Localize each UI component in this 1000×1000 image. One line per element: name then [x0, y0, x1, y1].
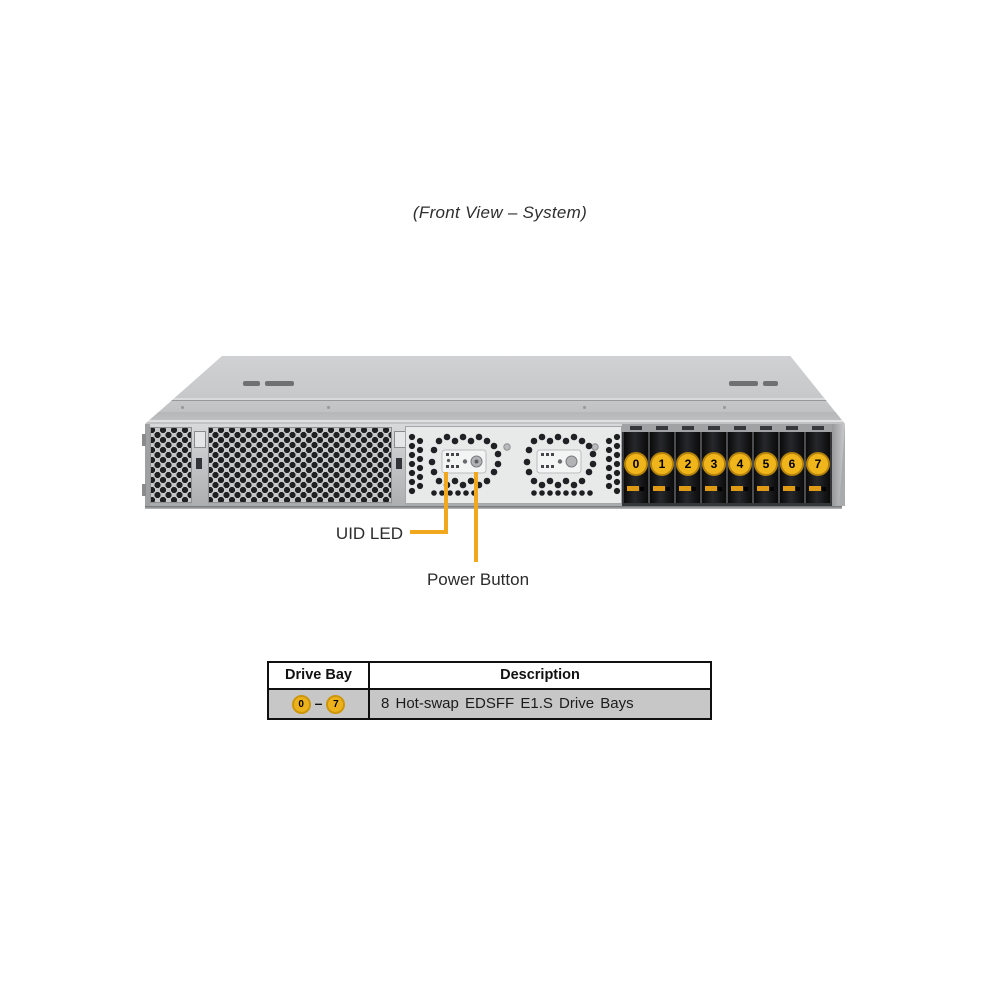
- table-header-row: Drive Bay Description: [269, 663, 710, 688]
- screw-dot: [583, 406, 586, 409]
- screw-dot: [723, 406, 726, 409]
- tray-latch-release: [770, 487, 774, 491]
- tray-latch-release: [796, 487, 800, 491]
- screw-dot: [327, 406, 330, 409]
- bay-number-badge: 4: [728, 452, 752, 476]
- table-row: 0 – 7 8 Hot-swap EDSFF E1.S Drive Bays: [269, 688, 710, 718]
- tray-latch: [809, 486, 821, 491]
- tray-latch-release: [692, 487, 696, 491]
- bay-number-badge: 6: [780, 452, 804, 476]
- latch-slot: [396, 458, 402, 469]
- chassis-bottom-edge: [145, 506, 842, 509]
- bay-number-badge: 0: [624, 452, 648, 476]
- drive-bay-top-rail: [622, 424, 832, 432]
- latch-clip: [194, 431, 206, 448]
- front-control-panel: [405, 426, 622, 504]
- bay-number-badge: 3: [702, 452, 726, 476]
- uid-led-callout-line: [410, 530, 448, 534]
- control-cluster-right: [523, 433, 597, 489]
- tray-latch-release: [718, 487, 722, 491]
- drive-bay-table: Drive Bay Description 0 – 7 8 Hot-swap E…: [267, 661, 712, 720]
- panel-screw: [503, 443, 511, 451]
- drive-bay-tray-5: 5: [754, 432, 778, 503]
- bay-number-badge: 7: [806, 452, 830, 476]
- chassis-top-panel: [145, 356, 845, 424]
- status-led: [557, 459, 563, 464]
- drive-bay-tray-7: 7: [806, 432, 830, 503]
- tray-latch: [627, 486, 639, 491]
- bay-range-end-badge: 7: [326, 694, 346, 714]
- tray-latch: [757, 486, 769, 491]
- top-panel-seam: [145, 400, 845, 401]
- control-cluster-left: [428, 433, 502, 489]
- power-button-control: [470, 455, 483, 468]
- top-front-band-highlight: [145, 420, 845, 422]
- figure-title: (Front View – System): [412, 203, 588, 222]
- panel-latch: [392, 424, 406, 506]
- uid-led-label: UID LED: [335, 524, 403, 543]
- chassis-left-edge: [145, 424, 150, 506]
- vent-panel-left-main: [208, 427, 392, 503]
- vent-panel-left-small: [150, 427, 192, 503]
- tray-latch-release: [666, 487, 670, 491]
- drive-bay-tray-0: 0: [624, 432, 648, 503]
- table-cell-bay-range: 0 – 7: [269, 690, 370, 718]
- front-face-top-edge: [145, 424, 845, 427]
- uid-led-indicator: [446, 453, 459, 468]
- tray-latch-release: [640, 487, 644, 491]
- tray-latch: [731, 486, 743, 491]
- tray-latch: [653, 486, 665, 491]
- bay-range-start-badge: 0: [291, 694, 311, 714]
- power-button-callout-line: [474, 472, 478, 562]
- top-panel-seam: [145, 398, 845, 400]
- control-panel-graphics: [408, 433, 621, 496]
- top-front-band: [145, 412, 845, 424]
- tray-latch-release: [822, 487, 826, 491]
- bay-number-badge: 2: [676, 452, 700, 476]
- chassis-front-face: 0 1 2 3: [142, 424, 845, 506]
- power-button-label: Power Button: [426, 570, 530, 589]
- reset-button-control: [565, 455, 578, 468]
- uid-led-callout-line: [444, 472, 448, 534]
- table-header-drive-bay: Drive Bay: [269, 663, 370, 688]
- panel-latch: [192, 424, 208, 506]
- bay-number-badge: 5: [754, 452, 778, 476]
- led-indicator-grid: [541, 453, 554, 468]
- tray-latch: [705, 486, 717, 491]
- drive-bay-tray-4: 4: [728, 432, 752, 503]
- panel-screw: [591, 443, 599, 451]
- drive-bay-section: 0 1 2 3: [622, 424, 832, 506]
- rack-ear-clip: [142, 434, 146, 446]
- top-vent-slot: [729, 381, 758, 386]
- bay-number-badge: 1: [650, 452, 674, 476]
- drive-bay-row: 0 1 2 3: [624, 432, 830, 503]
- table-cell-description: 8 Hot-swap EDSFF E1.S Drive Bays: [381, 695, 634, 712]
- rack-ear-clip: [142, 484, 146, 496]
- tray-latch: [783, 486, 795, 491]
- status-led: [462, 459, 468, 464]
- drive-bay-tray-1: 1: [650, 432, 674, 503]
- drive-bay-tray-3: 3: [702, 432, 726, 503]
- screw-dot: [181, 406, 184, 409]
- top-vent-slot: [243, 381, 260, 386]
- tray-latch-release: [744, 487, 748, 491]
- drive-bay-tray-2: 2: [676, 432, 700, 503]
- drive-bay-tray-6: 6: [780, 432, 804, 503]
- top-vent-slot: [265, 381, 294, 386]
- bay-range-dash: –: [314, 695, 323, 711]
- tray-latch: [679, 486, 691, 491]
- table-header-description: Description: [370, 663, 710, 688]
- top-vent-slot: [763, 381, 778, 386]
- latch-slot: [196, 458, 202, 469]
- chassis-right-edge: [832, 424, 845, 506]
